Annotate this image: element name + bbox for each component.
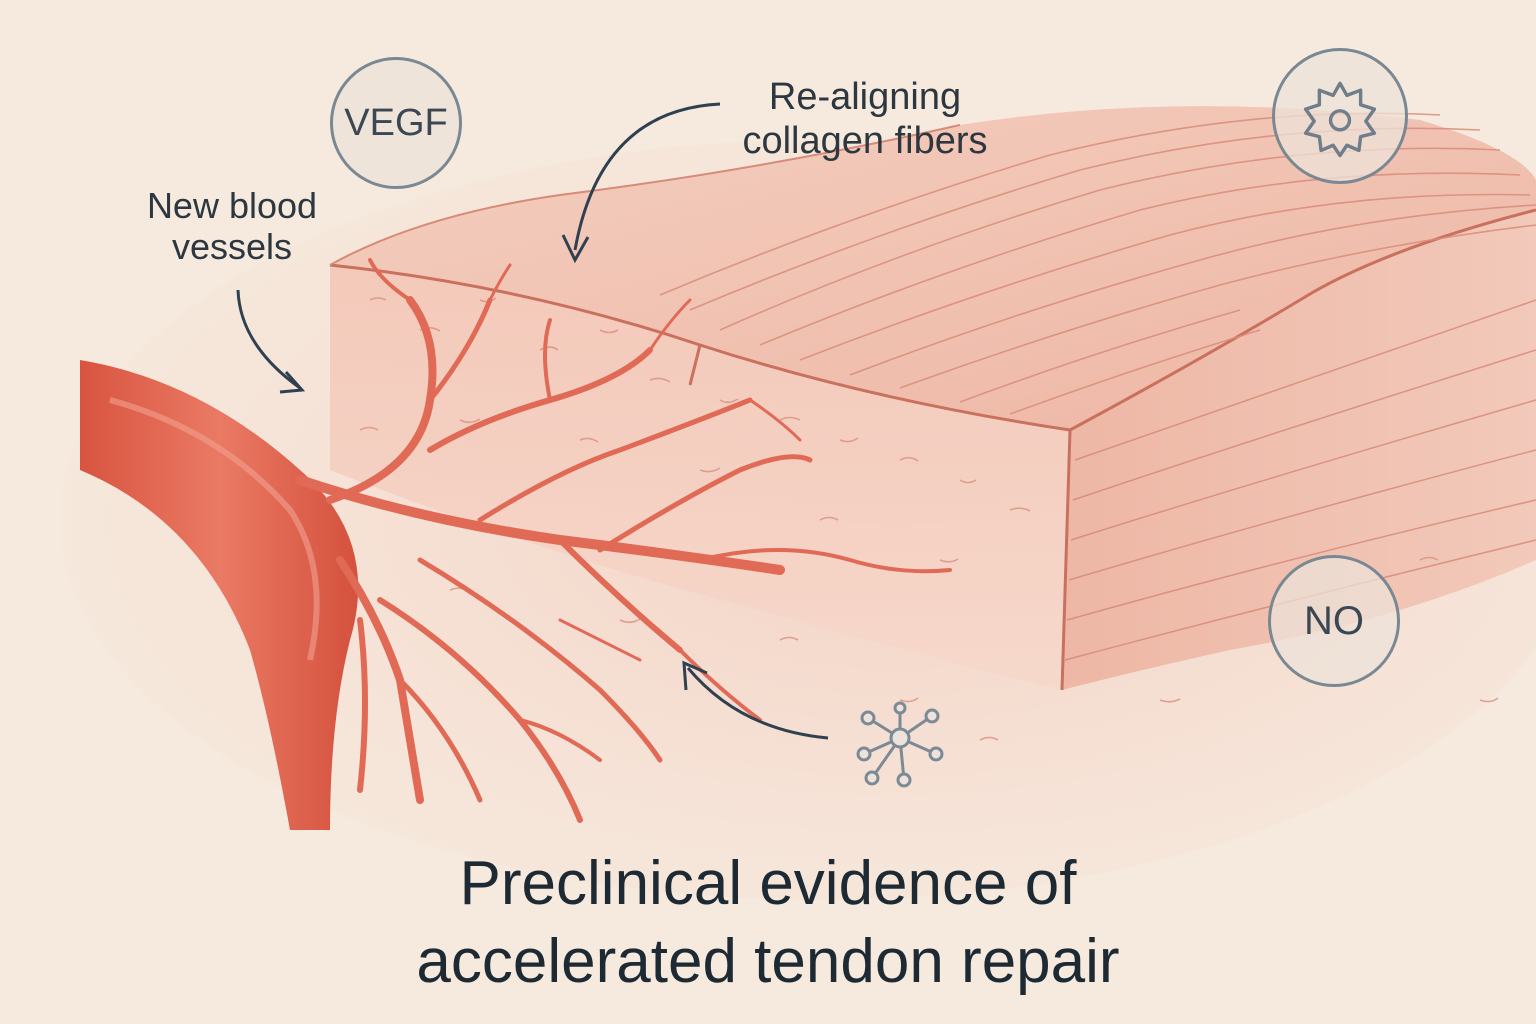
vessel-highlight	[109, 397, 320, 661]
molecule-network-icon	[856, 701, 944, 788]
arrow-cells	[686, 667, 829, 740]
tendon-side-face	[1062, 210, 1536, 690]
diagram-title: Preclinical evidence of accelerated tend…	[168, 845, 1368, 1000]
nitric-oxide-badge: NO	[1268, 555, 1400, 687]
vessels-label-line2: vessels	[171, 226, 293, 268]
tendon-tear	[688, 344, 702, 386]
no-badge-text: NO	[1304, 598, 1364, 643]
title-line1: Preclinical evidence of	[459, 849, 1077, 918]
tendon-cut-face	[330, 265, 1070, 690]
title-line2: accelerated tendon repair	[416, 926, 1120, 996]
annotation-arrows	[236, 102, 829, 740]
main-blood-vessel	[80, 360, 359, 830]
arrow-cells-head	[682, 660, 708, 691]
vegf-badge: VEGF	[330, 57, 462, 189]
arrow-vessels-head	[279, 371, 306, 394]
collagen-label-line2: collagen fibers	[742, 119, 988, 162]
gear-icon	[1303, 81, 1377, 158]
tendon-edge-back	[329, 124, 961, 266]
arrow-collagen	[573, 102, 721, 251]
collagen-label-line1: Re-aligning	[768, 76, 962, 118]
collagen-fibers-label: Re-aligning collagen fibers	[700, 76, 1030, 163]
arrow-collagen-head	[561, 234, 590, 264]
arrow-vessels	[236, 289, 301, 390]
vessel-branches	[295, 258, 952, 823]
new-blood-vessels-label: New blood vessels	[112, 185, 352, 268]
tendon-top-face	[330, 106, 1536, 431]
gear-badge	[1272, 48, 1408, 184]
tendon-edge-side	[1069, 208, 1536, 432]
tendon-edge-corner	[1060, 429, 1072, 691]
vegf-badge-text: VEGF	[344, 101, 448, 144]
vessels-label-line1: New blood	[146, 185, 318, 226]
collagen-fibers-side	[1064, 299, 1536, 661]
